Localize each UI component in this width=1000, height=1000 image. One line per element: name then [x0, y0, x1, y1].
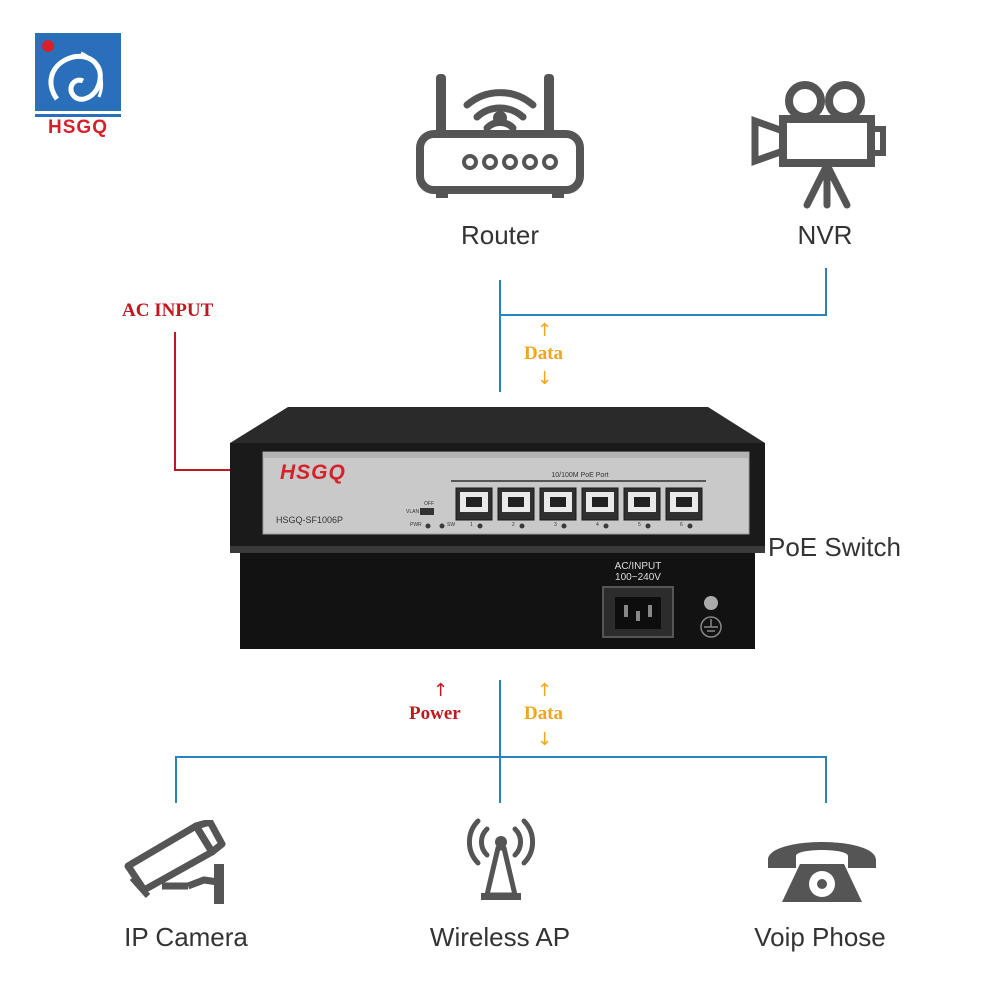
- poe-switch-label: PoE Switch: [768, 532, 901, 562]
- voip-phone-label: Voip Phose: [754, 922, 886, 952]
- antenna-icon: [466, 818, 536, 900]
- poe-switch: HSGQ HSGQ-SF1006P 10/100M PoE Port VLAN …: [230, 405, 765, 655]
- wireless-ap-node: [465, 815, 537, 905]
- pwr-label: PWR: [410, 522, 422, 528]
- sw-label: SW: [447, 522, 456, 528]
- data-down-arrow-icon: ↓: [537, 368, 553, 389]
- power-label: Power: [409, 703, 461, 724]
- switch-brand-text: HSGQ: [280, 461, 346, 484]
- port-number-5: 5: [638, 522, 641, 528]
- brand-logo: HSGQ: [35, 33, 121, 139]
- port-group-label: 10/100M PoE Port: [551, 472, 609, 479]
- switch-model-text: HSGQ-SF1006P: [276, 515, 344, 525]
- off-label: OFF: [424, 501, 434, 507]
- ac-input-label: AC INPUT: [122, 300, 214, 321]
- ip-camera-label: IP Camera: [124, 922, 248, 952]
- ac-input-panel-label: AC/INPUT: [614, 561, 662, 572]
- voltage-label: 100~240V: [615, 572, 661, 583]
- vlan-label: VLAN: [406, 509, 420, 515]
- data-top-label: Data: [524, 343, 564, 364]
- data-down-arrow-2-icon: ↓: [537, 729, 553, 750]
- port-number-6: 6: [680, 522, 683, 528]
- router-icon: [416, 74, 584, 198]
- ac-input-line: [174, 332, 232, 471]
- voip-phone-node: [762, 830, 882, 910]
- nvr-label: NVR: [797, 220, 853, 250]
- power-up-arrow-icon: ↑: [433, 680, 449, 701]
- nvr-node: [745, 75, 905, 210]
- router-label: Router: [460, 220, 540, 250]
- port-number-4: 4: [596, 522, 599, 528]
- logo-text: HSGQ: [48, 117, 108, 138]
- wireless-ap-label: Wireless AP: [429, 922, 571, 952]
- port-number-2: 2: [512, 522, 515, 528]
- cctv-camera-icon: [124, 818, 226, 904]
- data-up-arrow-2-icon: ↑: [537, 680, 553, 701]
- data-bottom-label: Data: [524, 703, 564, 724]
- video-camera-icon: [751, 81, 886, 209]
- port-number-3: 3: [554, 522, 557, 528]
- ip-camera-node: [118, 818, 238, 910]
- router-node: [410, 60, 590, 210]
- data-up-arrow-icon: ↑: [537, 320, 553, 341]
- port-number-1: 1: [470, 522, 473, 528]
- telephone-icon: [768, 842, 876, 902]
